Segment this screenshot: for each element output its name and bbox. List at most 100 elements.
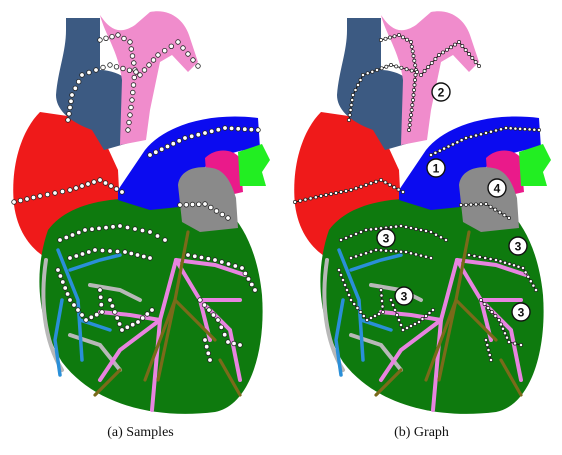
- graph-node: [359, 185, 362, 188]
- graph-node: [364, 183, 367, 186]
- sample-point: [56, 268, 61, 273]
- graph-node: [513, 342, 516, 345]
- graph-node: [487, 348, 490, 351]
- sample-point: [108, 249, 113, 254]
- sample-point: [99, 302, 104, 307]
- graph-node: [314, 196, 317, 199]
- sample-point: [208, 358, 213, 363]
- sample-point: [219, 325, 224, 330]
- heart-anatomy: [294, 11, 551, 414]
- graph-node: [489, 358, 492, 361]
- sample-point: [142, 68, 147, 73]
- graph-node: [412, 54, 415, 57]
- sample-point: [127, 120, 132, 125]
- sample-point: [110, 34, 115, 39]
- sample-point: [94, 68, 99, 73]
- sample-point: [130, 54, 135, 59]
- graph-node: [429, 153, 432, 156]
- sample-point: [128, 40, 133, 45]
- graph-node: [459, 203, 462, 206]
- graph-node: [366, 72, 369, 75]
- sample-point: [97, 226, 102, 231]
- graph-node: [354, 255, 357, 258]
- graph-node: [519, 343, 522, 346]
- graph-node: [319, 194, 322, 197]
- sample-point: [129, 251, 134, 256]
- graph-node: [380, 299, 383, 302]
- graph-node: [507, 340, 510, 343]
- graph-node: [389, 63, 392, 66]
- graph-node: [469, 203, 472, 206]
- graph-node: [373, 314, 376, 317]
- graph-node: [519, 127, 522, 130]
- sample-point: [206, 351, 211, 356]
- sample-point: [186, 52, 191, 57]
- graph-node: [483, 302, 486, 305]
- sample-point: [226, 262, 231, 267]
- sample-point: [165, 144, 170, 149]
- sample-point: [120, 328, 125, 333]
- sample-point: [70, 93, 75, 98]
- graph-node: [401, 36, 404, 39]
- graph-node: [409, 113, 412, 116]
- sample-point: [80, 252, 85, 257]
- sample-point: [213, 258, 218, 263]
- graph-node: [369, 250, 372, 253]
- graph-node: [489, 257, 492, 260]
- graph-node: [464, 48, 467, 51]
- sample-point: [226, 340, 231, 345]
- sample-point: [142, 254, 147, 259]
- graph-node: [415, 70, 418, 73]
- sample-point: [147, 63, 152, 68]
- graph-node: [484, 202, 487, 205]
- sample-point: [74, 254, 79, 259]
- graph-node: [409, 226, 412, 229]
- sample-point: [156, 53, 161, 58]
- sample-point: [87, 70, 92, 75]
- graph-node: [409, 118, 412, 121]
- graph-node: [389, 226, 392, 229]
- sample-point: [87, 250, 92, 255]
- sample-point: [238, 343, 243, 348]
- graph-node: [349, 188, 352, 191]
- sample-point: [220, 212, 225, 217]
- sample-point: [232, 341, 237, 346]
- sample-point: [73, 86, 78, 91]
- graph-node: [527, 275, 530, 278]
- sample-point: [116, 33, 121, 38]
- caption-graph: (b) Graph: [281, 425, 562, 441]
- sample-point: [129, 105, 134, 110]
- graph-node: [359, 230, 362, 233]
- graph-node: [419, 254, 422, 257]
- graph-node: [393, 35, 396, 38]
- graph-node: [395, 313, 398, 316]
- graph-node: [497, 318, 500, 321]
- sample-point: [214, 209, 219, 214]
- sample-point: [199, 255, 204, 260]
- graph-node: [384, 37, 387, 40]
- graph-node: [523, 128, 526, 131]
- graph-node: [424, 314, 427, 317]
- sample-point: [181, 46, 186, 51]
- graph-node: [351, 93, 354, 96]
- sample-point: [136, 320, 141, 325]
- graph-node: [410, 69, 413, 72]
- graph-node: [347, 293, 350, 296]
- sample-point: [118, 224, 123, 229]
- sample-point: [61, 280, 66, 285]
- graph-label-text: 1: [433, 162, 440, 176]
- graph-node: [384, 181, 387, 184]
- sample-point: [84, 318, 89, 323]
- sample-point: [58, 238, 63, 243]
- graph-node: [359, 253, 362, 256]
- graph-node: [441, 51, 444, 54]
- sample-point: [114, 65, 119, 70]
- graph-node: [474, 134, 477, 137]
- graph-node: [401, 328, 404, 331]
- graph-node: [489, 205, 492, 208]
- graph-node: [364, 228, 367, 231]
- sample-point: [77, 230, 82, 235]
- sample-point: [130, 322, 135, 327]
- sample-point: [203, 202, 208, 207]
- graph-node: [434, 151, 437, 154]
